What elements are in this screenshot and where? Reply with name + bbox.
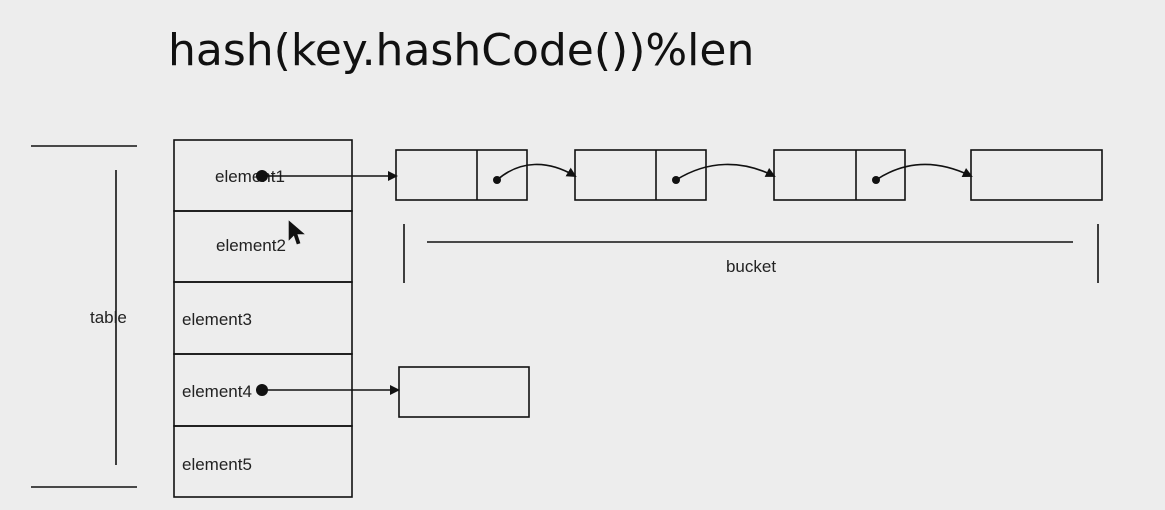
formula-title: hash(key.hashCode())%len	[168, 25, 754, 76]
table-label: table	[90, 308, 127, 327]
bucket-chain	[395, 149, 1103, 201]
table-row	[173, 425, 353, 498]
table-cell-label: element3	[182, 310, 252, 329]
next-pointer-arrow	[875, 163, 973, 181]
table-cell-label: element4	[182, 382, 252, 401]
bucket-node	[398, 366, 530, 418]
table-cell-label: element5	[182, 455, 252, 474]
next-pointer-arrow	[675, 163, 776, 181]
table-cell-label: element1	[215, 167, 285, 186]
table-column	[173, 139, 353, 498]
next-pointer-arrow	[496, 163, 577, 181]
bucket-node	[970, 149, 1103, 201]
bucket-label: bucket	[726, 257, 776, 276]
mouse-cursor-icon	[288, 220, 305, 245]
bucket-node	[395, 149, 528, 201]
table-cell-label: element2	[216, 236, 286, 255]
